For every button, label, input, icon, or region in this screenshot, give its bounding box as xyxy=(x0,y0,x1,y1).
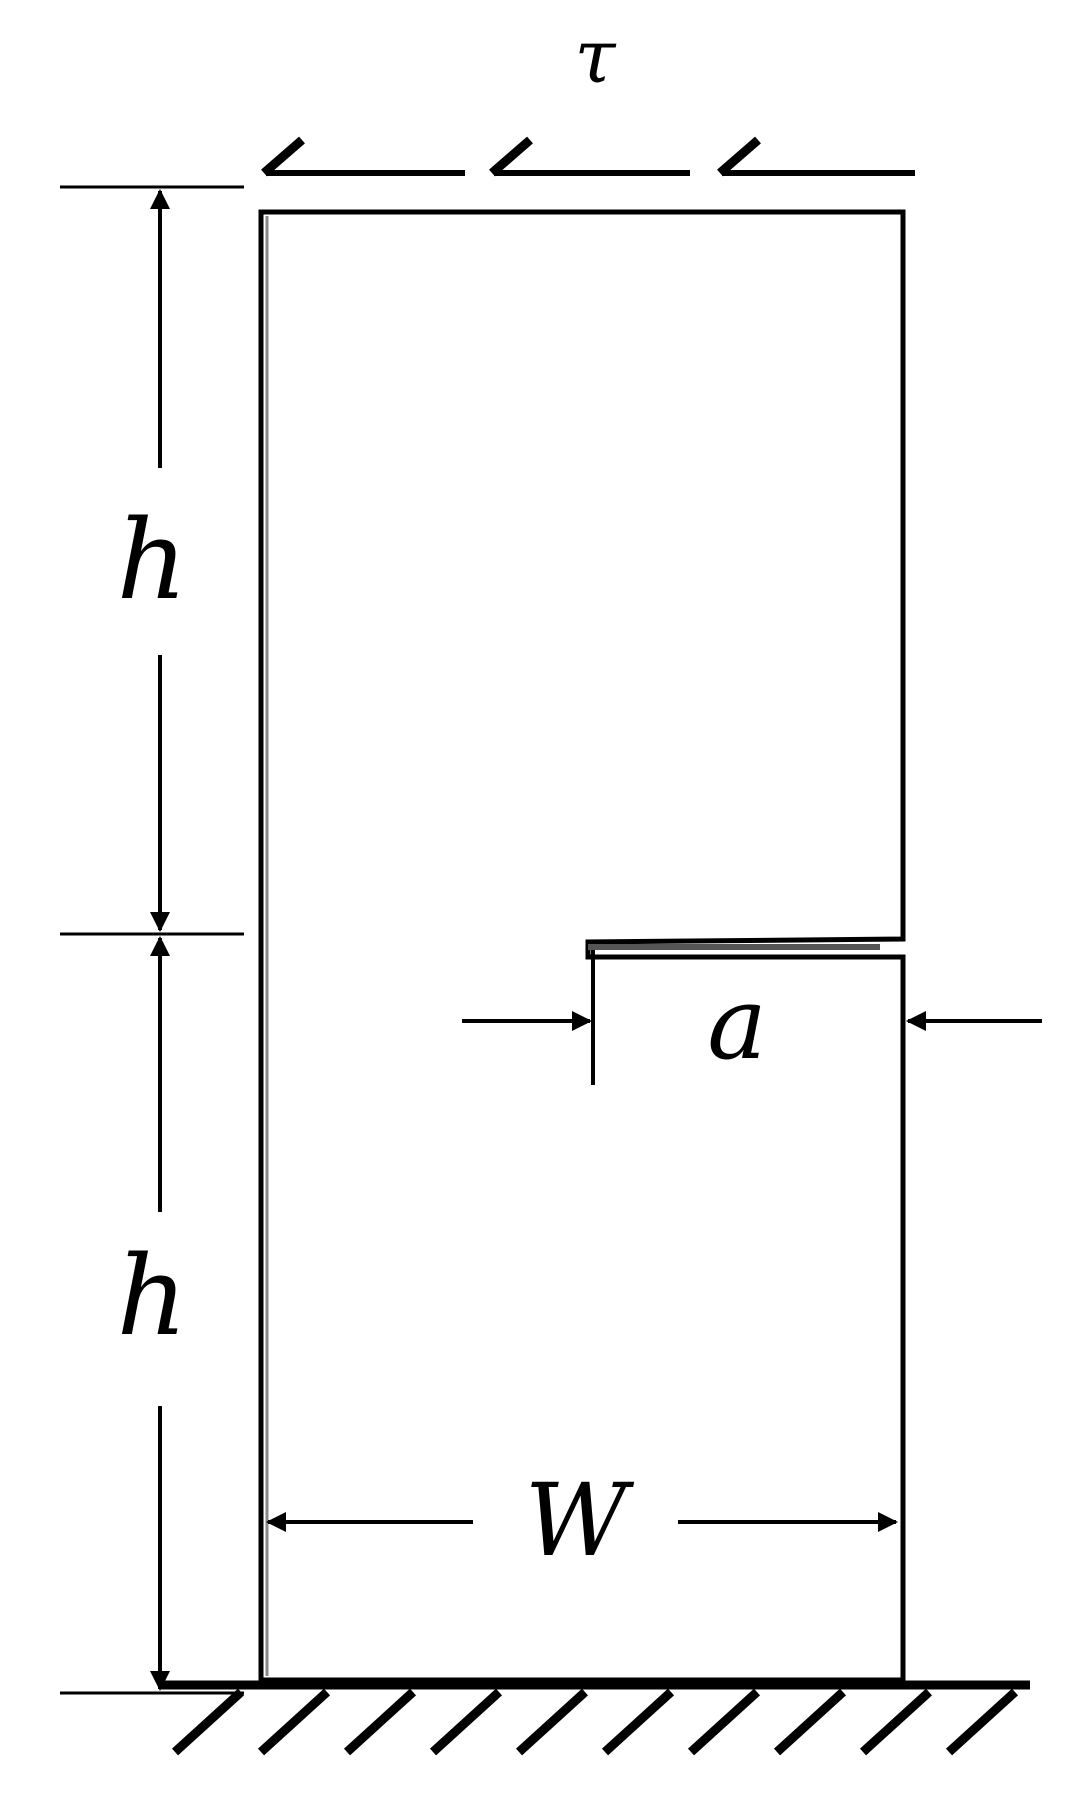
height-label-bottom: h xyxy=(117,1232,188,1360)
height-dimension xyxy=(60,185,244,1695)
shear-load-arrows xyxy=(261,136,915,177)
hatch-mark xyxy=(343,1688,417,1756)
ground-hatching xyxy=(171,1688,1019,1756)
shear-arrow-2 xyxy=(489,136,690,177)
shear-arrow-3 xyxy=(717,136,915,177)
hatch-mark xyxy=(859,1688,933,1756)
hatch-mark xyxy=(687,1688,761,1756)
hatch-mark xyxy=(515,1688,589,1756)
hatch-mark xyxy=(601,1688,675,1756)
crack-length-label: a xyxy=(707,965,767,1082)
width-label: W xyxy=(525,1462,635,1579)
hatch-mark xyxy=(171,1688,245,1756)
hatch-mark xyxy=(773,1688,847,1756)
shear-stress-label: τ xyxy=(575,14,617,100)
hatch-mark xyxy=(945,1688,1019,1756)
height-label-top: h xyxy=(117,496,188,624)
crack-length-dimension xyxy=(462,950,1042,1085)
hatch-mark xyxy=(257,1688,331,1756)
fixed-support xyxy=(160,1680,1030,1756)
hatch-mark xyxy=(429,1688,503,1756)
shear-arrow-1 xyxy=(261,136,465,177)
specimen-outline xyxy=(258,209,906,1683)
